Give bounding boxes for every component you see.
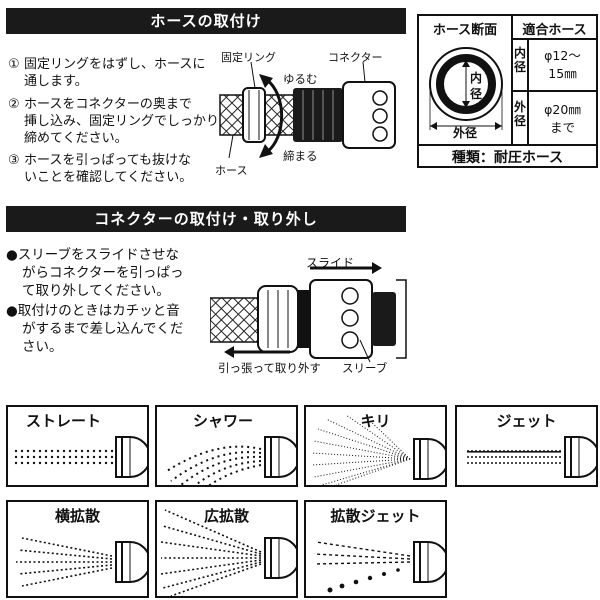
wide-spread-spray-icon [160,509,296,596]
bullet-line: がするまで差し込んでくだ [22,321,184,337]
pattern-panel-straight: ストレート [6,405,149,487]
callout-connector: コネクター [328,51,383,64]
hose-spec-table: ホース断面 適合ホース 内径 外径 内径 φ12～ 15㎜ 外径 φ20㎜ まで… [417,14,598,168]
step-text-line: 通します。 [24,74,88,89]
bullet-line: 取付けのときはカチッと音 [17,303,180,319]
bullet-line: さい。 [22,339,63,355]
horizontal-spread-spray-icon [16,537,147,587]
step-text-line: 固定リングをはずし、ホースに [24,57,206,72]
step-2: ② ホースをコネクターの奥まで 挿し込み、固定リングでしっかり 締めてください。 [8,96,223,147]
inner-diameter-label: 内径 [469,71,482,101]
bullet-dot-icon: ● [6,247,18,263]
step-number: ① [8,57,20,72]
hose-connector-illustration [219,61,396,159]
step-number: ② [8,97,20,112]
callout-sleeve: スリーブ [342,361,388,375]
section-title: コネクターの取付け・取り外し [94,210,318,228]
pattern-label: キリ [360,412,391,430]
pattern-label: ジェット [496,412,557,430]
callout-pull-remove: 引っ張って取り外す [218,361,321,375]
fit-hose-title: 適合ホース [522,23,587,38]
section-banner-connector-attach: コネクターの取付け・取り外し [6,206,406,232]
section-banner-hose-attach: ホースの取付け [6,8,406,34]
hose-type-label: 種類：耐圧ホース [451,150,564,166]
pattern-label: 広拡散 [203,507,249,525]
pattern-panel-shower: シャワー [155,405,298,487]
shower-spray-icon [166,436,296,485]
pattern-label: 拡散ジェット [330,507,421,525]
inner-value-2: 15㎜ [548,66,577,81]
outer-value-2: まで [549,120,575,135]
bullet-line: スリーブをスライドさせな [17,247,179,263]
bullet-line: がらコネクターを引っぱっ [22,265,184,281]
outer-short-label: 外径 [513,100,526,128]
step-text-line: いことを確認してください。 [24,170,193,185]
outer-diameter-label: 外径 [452,126,477,140]
pattern-label: ストレート [26,412,102,430]
outer-value-1: φ20㎜ [544,102,581,117]
bullet-dot-icon: ● [6,303,18,319]
step-text-line: ホースを引っぱっても抜けな [24,153,192,168]
pattern-panel-jet: ジェット [455,405,598,487]
mist-spray-icon [311,414,445,485]
connector-slide-illustration [210,262,407,363]
bullet-line: て取り外してください。 [22,283,170,299]
callout-hose: ホース [215,164,248,177]
pattern-panel-spread-jet: 拡散ジェット [304,500,447,598]
straight-spray-icon [14,436,147,478]
jet-spray-icon [467,436,596,478]
step-text-line: 挿し込み、固定リングでしっかり [24,114,220,129]
pattern-panel-mist: キリ [304,405,447,487]
callout-loosen: ゆるむ [283,72,318,86]
callout-slide: スライド [306,256,355,270]
pattern-label: シャワー [193,412,254,430]
spread-jet-spray-icon [313,541,445,593]
bullet-attach: ●取付けのときはカチッと音 がするまで差し込んでくだ さい。 [6,302,226,356]
bullet-remove: ●スリーブをスライドさせな がらコネクターを引っぱっ て取り外してください。 [6,246,226,300]
callout-tighten: 締まる [283,149,318,163]
inner-value-1: φ12～ [544,48,581,63]
pattern-label: 横拡散 [54,507,100,525]
step-number: ③ [8,153,20,168]
step-3: ③ ホースを引っぱっても抜けな いことを確認してください。 [8,152,218,186]
step-text-line: ホースをコネクターの奥まで [24,97,192,112]
hose-cross-section-diagram [429,47,503,130]
pattern-panel-horizontal-spread: 横拡散 [6,500,149,598]
inner-short-label: 内径 [513,46,526,74]
callout-fixed-ring: 固定リング [221,51,276,64]
step-1: ① 固定リングをはずし、ホースに 通します。 [8,56,218,90]
step-text-line: 締めてください。 [24,131,128,146]
section-title: ホースの取付け [150,12,262,30]
pattern-panel-wide-spread: 広拡散 [155,500,298,598]
cross-section-title: ホース断面 [432,23,498,38]
